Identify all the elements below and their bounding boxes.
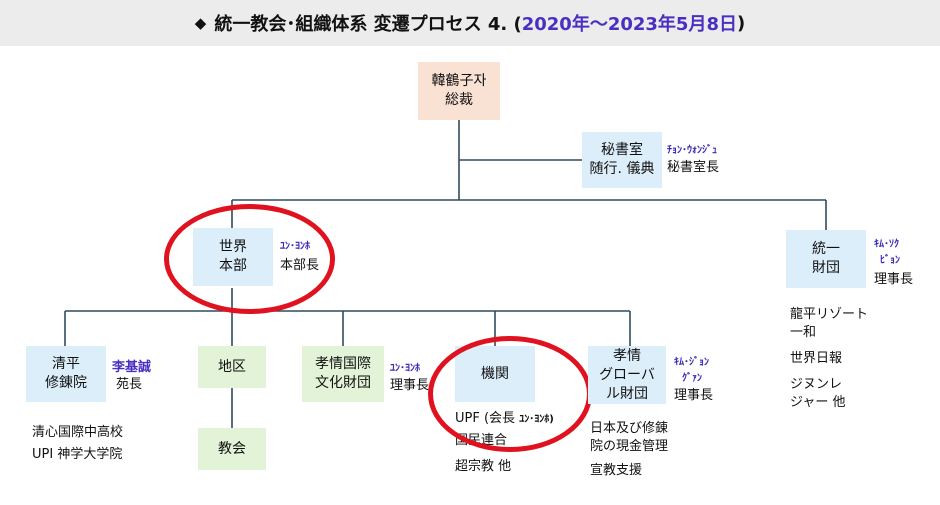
unification-foundation-line1: 統一: [812, 241, 840, 257]
cheongpyeong-line1: 清平: [52, 356, 80, 372]
church-label: 教会: [218, 440, 246, 457]
cheongpyeong-head-role: 苑長: [116, 377, 143, 392]
unification-foundation-role: 理事長: [874, 272, 914, 287]
church-box: 教会: [198, 428, 266, 470]
president-box: 韓鶴子자 総裁: [418, 62, 500, 120]
cheongpyeong-item: 清心国際中高校: [32, 425, 124, 440]
unification-foundation-item: 世界日報: [790, 351, 843, 366]
unification-foundation-kana-2: ﾋﾞｮﾝ: [880, 255, 900, 266]
title-suffix: ): [736, 12, 746, 34]
title-main: 統一教会･組織体系 変遷プロセス 4. (: [214, 14, 522, 35]
district-box: 地区: [198, 346, 266, 388]
global-foundation-kana-2: ｸﾞｧﾝ: [682, 373, 702, 384]
global-foundation-line3: ル財団: [606, 385, 648, 402]
secretariat-head-kana: ﾁｮﾝ･ｳｫﾝｼﾞｭ: [667, 145, 717, 156]
district-label: 地区: [218, 358, 246, 375]
page-title: ◆ 統一教会･組織体系 変遷プロセス 4. ( 2020年～2023年5月8日 …: [0, 0, 940, 46]
diamond-icon: ◆: [194, 14, 207, 32]
global-foundation-item: 院の現金管理: [590, 439, 669, 454]
global-foundation-kana-1: ｷﾑ･ｼﾞｮﾝ: [674, 357, 709, 368]
title-period: 2020年～2023年5月8日: [521, 14, 737, 35]
secretariat-head-role: 秘書室長: [667, 160, 720, 175]
global-foundation-item: 日本及び修錬: [590, 421, 669, 436]
culture-foundation-role: 理事長: [390, 378, 430, 393]
global-foundation-role: 理事長: [674, 388, 714, 403]
highlight-circle-world-hq: [164, 204, 335, 314]
highlight-circle-organizations: [428, 336, 592, 452]
president-title: 総裁: [445, 92, 473, 108]
unification-foundation-item: 龍平リゾート: [790, 307, 869, 322]
unification-foundation-box: 統一 財団: [786, 230, 866, 288]
secretariat-box: 秘書室 随行. 儀典: [582, 132, 662, 188]
culture-foundation-kana: ﾕﾝ･ﾖﾝﾎ: [390, 363, 420, 374]
secretariat-duties: 随行. 儀典: [589, 161, 655, 177]
cheongpyeong-box: 清平 修錬院: [26, 346, 106, 402]
unification-foundation-item: ジャー 他: [790, 395, 846, 410]
unification-foundation-item: ジヌンレ: [790, 377, 843, 392]
unification-foundation-kana-1: ｷﾑ･ｿｸ: [874, 239, 899, 250]
cheongpyeong-item: UPI 神学大学院: [32, 447, 123, 462]
global-foundation-box: 孝情 グローバ ル財団: [588, 346, 666, 404]
unification-foundation-line2: 財団: [812, 260, 840, 276]
culture-foundation-line2: 文化財団: [315, 375, 371, 391]
secretariat-name: 秘書室: [601, 142, 643, 158]
global-foundation-line2: グローバ: [599, 366, 655, 383]
cheongpyeong-line2: 修錬院: [45, 375, 87, 391]
cheongpyeong-head-name: 李基誠: [112, 360, 152, 375]
unification-foundation-item: 一和: [790, 325, 817, 340]
global-foundation-line1: 孝情: [613, 347, 641, 364]
culture-foundation-line1: 孝情国際: [315, 356, 371, 372]
president-name: 韓鶴子자: [431, 73, 487, 89]
global-foundation-item: 宣教支援: [590, 463, 643, 478]
organizations-item: 超宗教 他: [455, 459, 512, 474]
culture-foundation-box: 孝情国際 文化財団: [302, 346, 384, 402]
